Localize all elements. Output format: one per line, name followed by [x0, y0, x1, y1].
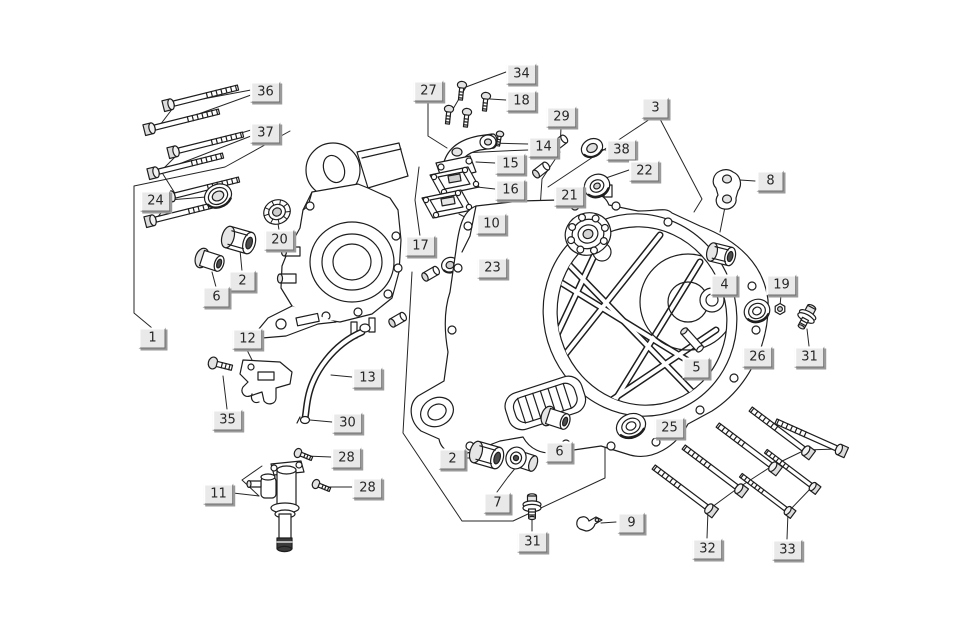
- screw-35: [206, 355, 235, 375]
- part-callout-36[interactable]: 36: [250, 81, 280, 103]
- part-callout-22[interactable]: 22: [629, 160, 659, 182]
- part-callout-10[interactable]: 10: [476, 213, 506, 235]
- part-callout-9[interactable]: 9: [617, 512, 645, 534]
- support-bracket-12: [240, 360, 292, 404]
- left-crankcase-half: [258, 143, 408, 338]
- part-callout-25[interactable]: 25: [654, 417, 684, 439]
- part-callout-27[interactable]: 27: [413, 80, 443, 102]
- hose-clamp-30: [297, 417, 310, 424]
- part-callout-6[interactable]: 6: [545, 441, 573, 463]
- part-callout-15[interactable]: 15: [495, 153, 525, 175]
- hose-cap-14: [452, 130, 505, 156]
- ball-bearing-21: [559, 206, 617, 261]
- part-callout-14[interactable]: 14: [528, 136, 558, 158]
- part-callout-28[interactable]: 28: [352, 477, 382, 499]
- part-callout-2[interactable]: 2: [228, 270, 256, 292]
- part-callout-6[interactable]: 6: [202, 286, 230, 308]
- part-callout-32[interactable]: 32: [692, 538, 722, 560]
- bearing-25: [612, 409, 649, 443]
- oil-pump-11: [247, 461, 304, 552]
- part-callout-5[interactable]: 5: [682, 357, 710, 379]
- part-callout-38[interactable]: 38: [606, 139, 636, 161]
- bearing-26: [740, 295, 773, 327]
- part-callout-23[interactable]: 23: [477, 257, 507, 279]
- oil-seal-24: [200, 179, 236, 212]
- part-callout-2[interactable]: 2: [438, 448, 466, 470]
- part-callout-30[interactable]: 30: [332, 412, 362, 434]
- part-callout-26[interactable]: 26: [742, 346, 772, 368]
- roller-bush-2a: [218, 224, 259, 256]
- part-callout-12[interactable]: 12: [232, 328, 262, 350]
- part-callout-17[interactable]: 17: [405, 235, 435, 257]
- part-callout-24[interactable]: 24: [140, 190, 170, 212]
- link-bracket-8: [713, 170, 740, 210]
- pin-5: [680, 327, 705, 353]
- part-callout-1[interactable]: 1: [138, 327, 166, 349]
- part-callout-37[interactable]: 37: [250, 122, 280, 144]
- part-callout-35[interactable]: 35: [212, 409, 242, 431]
- screw-28a: [292, 446, 315, 464]
- needle-bearing-20: [260, 195, 295, 228]
- part-callout-33[interactable]: 33: [772, 539, 802, 561]
- part-callout-4[interactable]: 4: [710, 274, 738, 296]
- part-callout-21[interactable]: 21: [554, 185, 584, 207]
- screw-28b: [310, 477, 333, 495]
- part-callout-3[interactable]: 3: [641, 97, 669, 119]
- part-callout-7[interactable]: 7: [483, 492, 511, 514]
- part-callout-34[interactable]: 34: [506, 63, 536, 85]
- socket-plug-7: [503, 444, 540, 475]
- part-callout-13[interactable]: 13: [352, 367, 382, 389]
- part-callout-31[interactable]: 31: [794, 346, 824, 368]
- part-callout-18[interactable]: 18: [506, 90, 536, 112]
- roller-bush-2b: [466, 439, 507, 471]
- bearing-22: [580, 170, 614, 203]
- part-callout-11[interactable]: 11: [203, 483, 233, 505]
- part-callout-29[interactable]: 29: [546, 106, 576, 128]
- gasket-10: [422, 190, 472, 218]
- screws-34-18: [442, 80, 492, 128]
- nut-19: [775, 304, 785, 315]
- plug-31a: [792, 300, 822, 334]
- clip-9: [577, 517, 602, 531]
- part-callout-8[interactable]: 8: [756, 170, 784, 192]
- part-callout-31[interactable]: 31: [517, 531, 547, 553]
- spacer-6a: [192, 245, 228, 276]
- part-callout-19[interactable]: 19: [766, 274, 796, 296]
- reed-valve-16: [430, 167, 479, 195]
- part-callout-28[interactable]: 28: [331, 447, 361, 469]
- oil-seal-38: [578, 135, 606, 161]
- plug-31b: [522, 493, 542, 521]
- part-callout-16[interactable]: 16: [495, 179, 525, 201]
- part-callout-20[interactable]: 20: [264, 229, 294, 251]
- oil-hose-13: [297, 324, 370, 424]
